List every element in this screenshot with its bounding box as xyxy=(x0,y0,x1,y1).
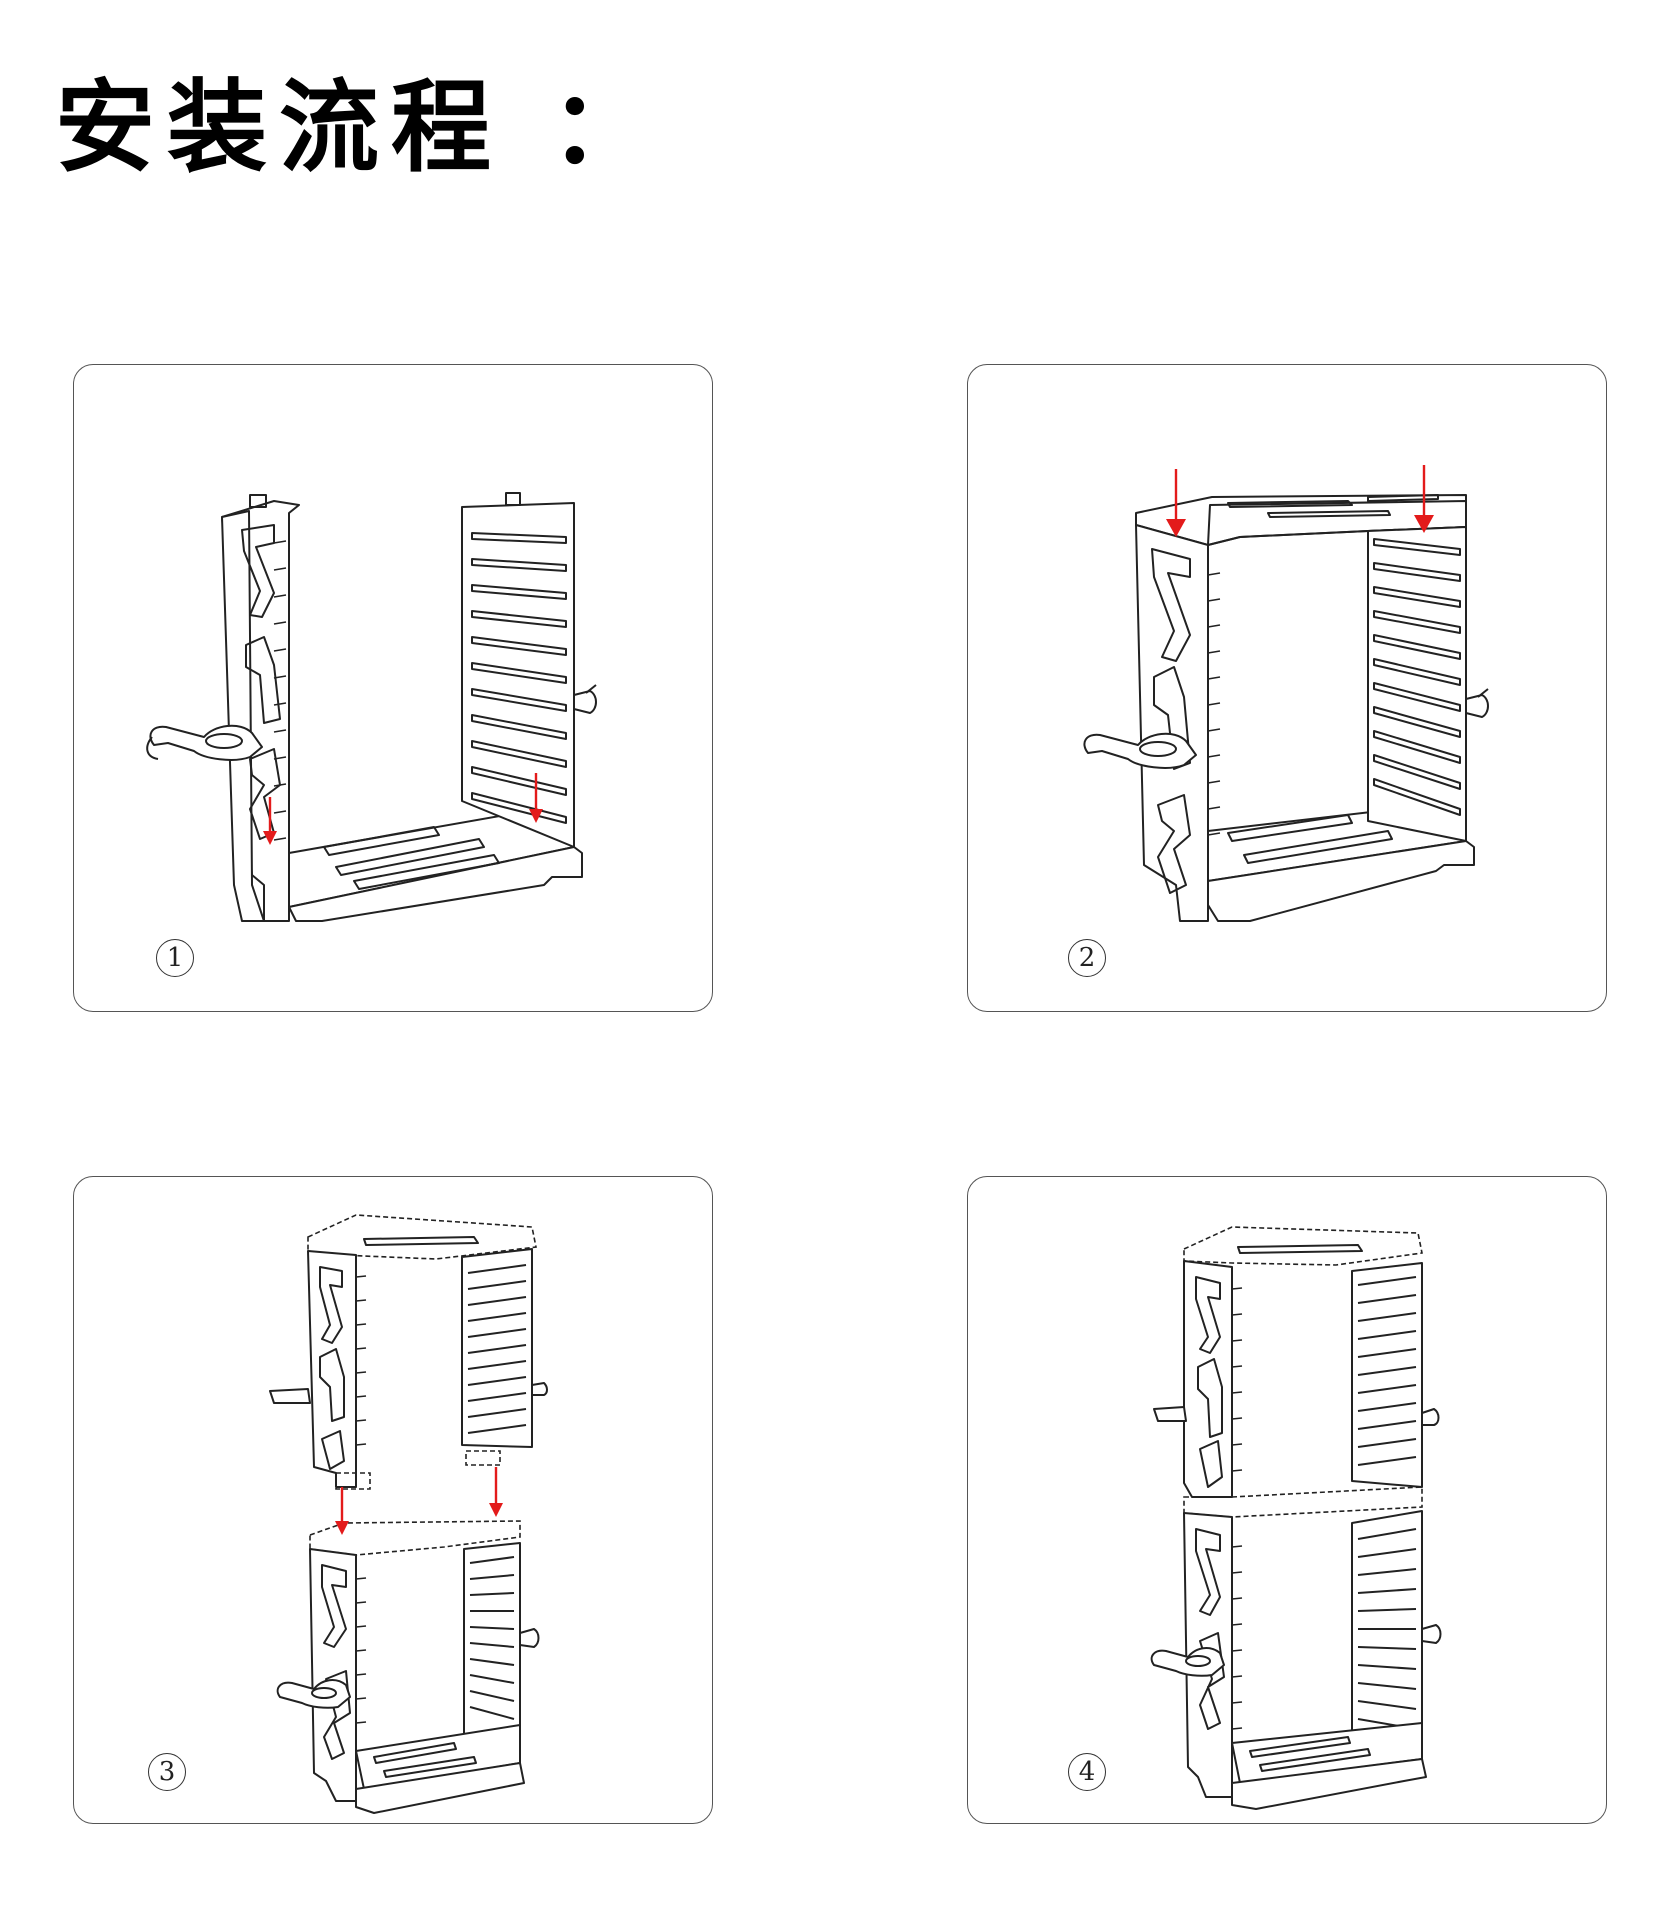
step-number-badge: 2 xyxy=(1068,939,1106,977)
step-4-panel: 4 xyxy=(967,1176,1607,1824)
insert-arrows xyxy=(263,773,543,845)
step-3-panel: 3 xyxy=(73,1176,713,1824)
controller-hook xyxy=(146,724,263,761)
step-1-illustration xyxy=(146,492,597,922)
step-number-badge: 3 xyxy=(148,1753,186,1791)
step-3-illustration xyxy=(269,1214,548,1814)
lower-storage-unit xyxy=(276,1520,540,1814)
step-number-badge: 4 xyxy=(1068,1753,1106,1791)
insert-arrows xyxy=(1166,465,1434,537)
right-side-panel xyxy=(461,492,597,848)
lower-storage-unit xyxy=(1150,1510,1442,1810)
upper-storage-unit xyxy=(1153,1226,1440,1498)
left-side-panel xyxy=(221,494,300,922)
base-tray xyxy=(288,802,583,922)
page-title: 安装流程 ： xyxy=(55,69,662,186)
step-4-illustration xyxy=(1150,1226,1442,1810)
stack-arrows xyxy=(335,1467,503,1535)
step-2-illustration xyxy=(1083,465,1489,922)
step-2-panel: 2 xyxy=(967,364,1607,1012)
controller-hook xyxy=(1083,732,1197,769)
step-number-badge: 1 xyxy=(156,939,194,977)
right-side-panel xyxy=(1367,526,1489,842)
left-side-panel xyxy=(1135,524,1221,922)
step-1-panel: 1 xyxy=(73,364,713,1012)
upper-storage-unit xyxy=(269,1214,548,1490)
